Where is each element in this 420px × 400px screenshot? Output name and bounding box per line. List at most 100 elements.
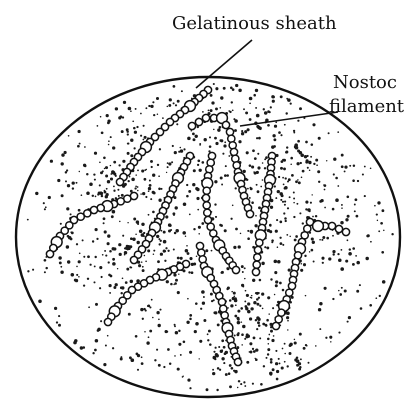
stipple-dot — [112, 262, 116, 266]
stipple-dot — [291, 174, 294, 177]
stipple-dot — [135, 185, 137, 187]
stipple-dot — [145, 107, 147, 109]
stipple-dot — [104, 230, 107, 233]
stipple-dot — [126, 128, 129, 131]
stipple-dot — [206, 388, 209, 391]
stipple-dot — [333, 173, 335, 175]
stipple-dot — [257, 321, 260, 324]
stipple-dot — [265, 324, 267, 326]
stipple-dot — [337, 253, 339, 255]
stipple-dot — [202, 111, 204, 113]
stipple-dot — [234, 129, 237, 132]
stipple-dot — [104, 250, 106, 252]
stipple-dot — [174, 355, 176, 357]
stipple-dot — [214, 203, 216, 205]
stipple-dot — [330, 341, 331, 342]
stipple-dot — [228, 372, 231, 375]
stipple-dot — [262, 179, 264, 181]
stipple-dot — [220, 177, 223, 180]
stipple-dot — [305, 201, 308, 204]
stipple-dot — [166, 331, 168, 333]
stipple-dot — [264, 111, 267, 114]
stipple-dot — [269, 225, 271, 227]
stipple-dot — [217, 367, 220, 370]
stipple-dot — [352, 179, 355, 182]
stipple-dot — [272, 307, 274, 309]
stipple-dot — [140, 113, 142, 115]
stipple-dot — [295, 239, 297, 241]
stipple-dot — [196, 256, 198, 258]
stipple-dot — [61, 162, 64, 165]
stipple-dot — [293, 202, 295, 204]
stipple-dot — [237, 387, 238, 388]
stipple-dot — [150, 105, 153, 108]
stipple-dot — [364, 195, 366, 197]
filament-cell — [218, 298, 225, 305]
stipple-dot — [136, 126, 138, 128]
stipple-dot — [378, 230, 380, 232]
stipple-dot — [319, 200, 322, 203]
stipple-dot — [312, 241, 315, 244]
stipple-dot — [271, 339, 274, 342]
stipple-dot — [136, 241, 139, 244]
stipple-dot — [287, 365, 289, 367]
stipple-dot — [229, 299, 232, 302]
stipple-dot — [199, 144, 201, 146]
stipple-dot — [106, 188, 108, 190]
stipple-dot — [251, 201, 254, 204]
stipple-dot — [274, 185, 276, 187]
stipple-dot — [115, 175, 117, 177]
stipple-dot — [186, 245, 188, 247]
stipple-dot — [94, 265, 96, 267]
stipple-dot — [50, 160, 53, 163]
stipple-dot — [285, 177, 287, 179]
stipple-dot — [273, 145, 276, 148]
stipple-dot — [135, 108, 137, 110]
stipple-dot — [168, 162, 171, 165]
stipple-dot — [113, 190, 115, 192]
stipple-dot — [142, 318, 144, 320]
stipple-dot — [270, 361, 273, 364]
stipple-dot — [326, 160, 327, 161]
stipple-dot — [160, 240, 162, 242]
stipple-dot — [199, 358, 200, 359]
stipple-dot — [78, 209, 81, 212]
stipple-dot — [231, 367, 234, 370]
stipple-dot — [305, 208, 307, 210]
stipple-dot — [250, 230, 254, 234]
stipple-dot — [332, 298, 334, 300]
stipple-dot — [32, 269, 34, 271]
stipple-dot — [284, 186, 288, 190]
stipple-dot — [290, 157, 293, 160]
stipple-dot — [187, 137, 191, 141]
stipple-dot — [286, 234, 288, 236]
stipple-dot — [243, 108, 245, 110]
stipple-dot — [285, 220, 287, 222]
filament-cell — [252, 268, 259, 275]
stipple-dot — [183, 148, 185, 150]
stipple-dot — [203, 319, 206, 322]
stipple-dot — [303, 347, 306, 350]
stipple-dot — [176, 123, 178, 125]
stipple-dot — [196, 197, 199, 200]
stipple-dot — [284, 217, 287, 220]
stipple-dot — [258, 292, 260, 294]
stipple-dot — [267, 348, 270, 351]
stipple-dot — [165, 215, 168, 218]
sheath-label: Gelatinous sheath — [172, 13, 337, 34]
stipple-dot — [113, 247, 116, 250]
stipple-dot — [189, 214, 191, 216]
stipple-dot — [125, 281, 128, 284]
stipple-dot — [123, 101, 126, 104]
stipple-dot — [111, 215, 114, 218]
stipple-dot — [194, 330, 197, 333]
stipple-dot — [256, 137, 258, 139]
filament-cell — [253, 261, 260, 268]
stipple-dot — [149, 184, 152, 187]
stipple-dot — [203, 296, 205, 298]
stipple-dot — [65, 171, 67, 173]
stipple-dot — [169, 98, 172, 101]
stipple-dot — [270, 330, 273, 333]
stipple-dot — [242, 325, 245, 328]
stipple-dot — [168, 230, 171, 233]
